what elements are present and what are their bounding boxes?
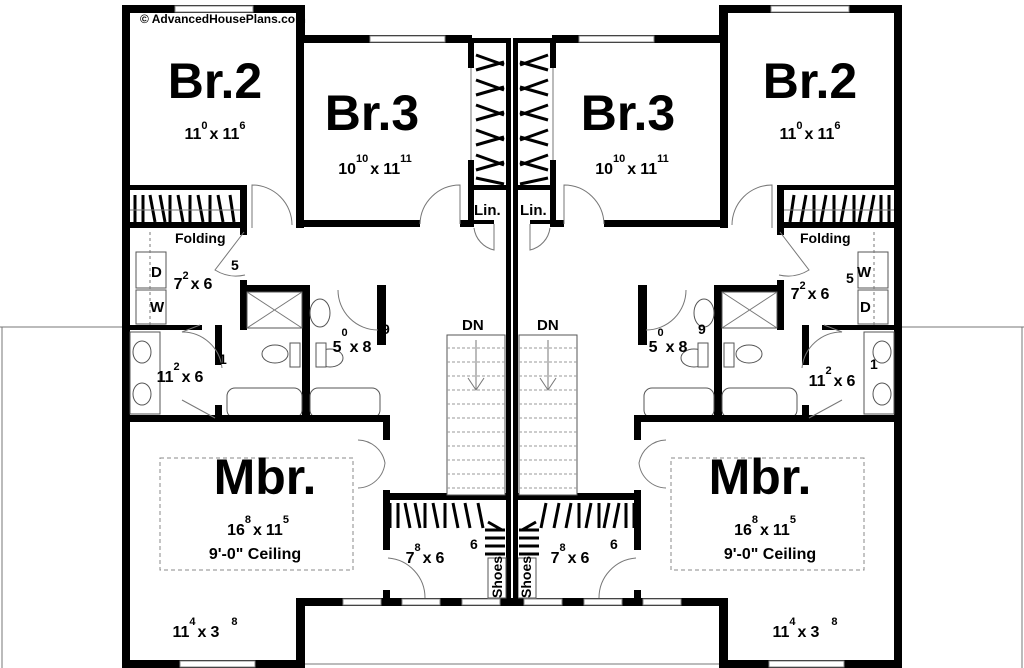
room-name-br2: Br.2 (763, 53, 858, 109)
shoes-label: Shoes (518, 556, 534, 598)
copyright-watermark: © AdvancedHousePlans.com (140, 12, 306, 26)
room-dims-bath2-inches: 1 (870, 356, 878, 372)
room-dims-bath2-inches: 1 (219, 351, 227, 367)
dryer-label: D (860, 299, 871, 316)
party-wall (513, 38, 518, 606)
room-name-mbr: Mbr. (214, 449, 317, 505)
folding-label: Folding (175, 230, 226, 246)
room-dims-laundry-inches: 5 (231, 257, 239, 273)
room-name-br3: Br.3 (325, 85, 420, 141)
washer-label: W (857, 264, 872, 281)
room-name-br2: Br.2 (168, 53, 263, 109)
room-dims-bath-inches: 9 (382, 321, 390, 337)
room-name-br3: Br.3 (581, 85, 676, 141)
washer-label: W (150, 299, 165, 316)
room-dims-wic-inches: 6 (470, 536, 478, 552)
stairs-down-label: DN (537, 317, 559, 334)
mbr-ceiling-height: 9'-0" Ceiling (724, 546, 816, 563)
room-dims-laundry-inches: 5 (846, 270, 854, 286)
room-dims-wic-inches: 6 (610, 536, 618, 552)
shoes-label: Shoes (489, 556, 505, 598)
linen-closet-label: Lin. (520, 202, 547, 219)
folding-label: Folding (800, 230, 851, 246)
room-name-mbr: Mbr. (709, 449, 812, 505)
room-dims-bath-inches: 9 (698, 321, 706, 337)
dryer-label: D (151, 264, 162, 281)
stairs-down-label: DN (462, 317, 484, 334)
mbr-ceiling-height: 9'-0" Ceiling (209, 546, 301, 563)
linen-closet-label: Lin. (474, 202, 501, 219)
